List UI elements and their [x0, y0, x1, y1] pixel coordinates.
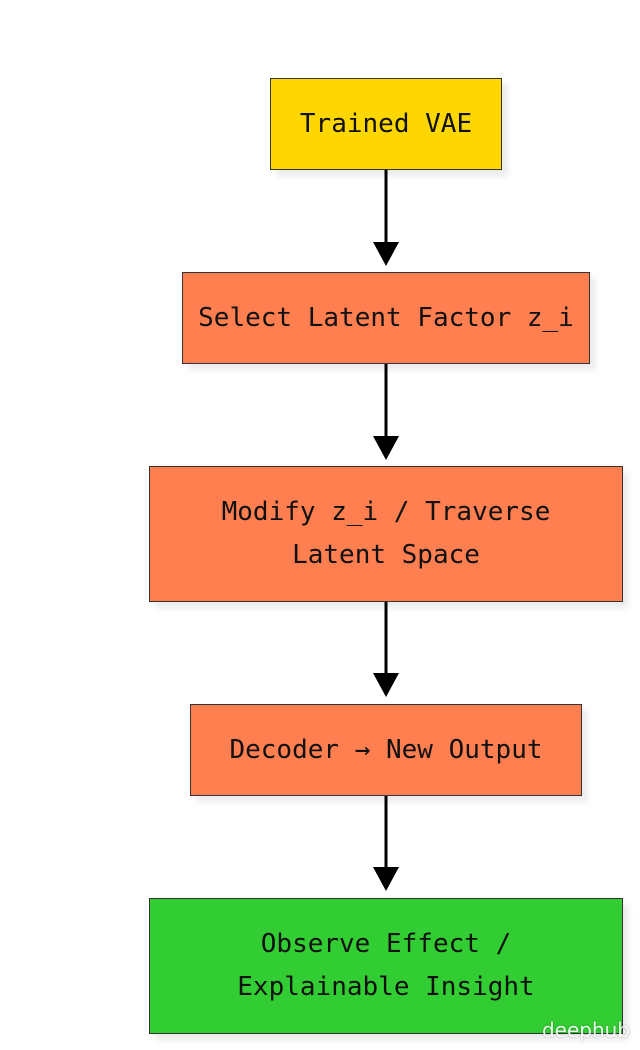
arrow-trained-vae-to-select-latent [373, 170, 399, 266]
decoder-label: Decoder → New Output [229, 734, 543, 765]
trained-vae-label: Trained VAE [299, 108, 473, 139]
arrow-modify-traverse-to-decoder [373, 602, 399, 697]
modify-traverse-label-line1: Modify z_i / Traverse [221, 497, 551, 527]
observe-effect-label-line2: Explainable Insight [237, 972, 535, 1002]
trained-vae-node: Trained VAE [270, 78, 502, 170]
observe-effect-label-line1: Observe Effect / [260, 929, 512, 959]
select-latent-factor-node: Select Latent Factor z_i [182, 272, 590, 364]
watermark: deephub [541, 1018, 630, 1042]
select-latent-factor-label: Select Latent Factor z_i [198, 302, 574, 333]
modify-traverse-label-line2: Latent Space [292, 540, 480, 570]
arrow-decoder-to-observe-effect [373, 796, 399, 891]
decoder-node: Decoder → New Output [190, 704, 582, 796]
arrow-select-latent-to-modify-traverse [373, 364, 399, 460]
observe-effect-node: Observe Effect / Explainable Insight [149, 898, 623, 1034]
modify-traverse-node: Modify z_i / Traverse Latent Space [149, 466, 623, 602]
